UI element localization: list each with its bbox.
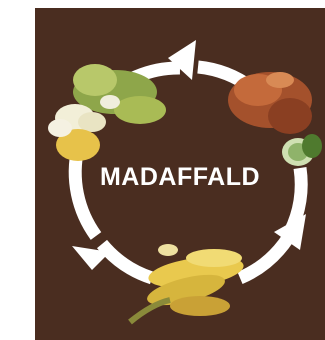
ring-segment-bottom-left [102,244,152,278]
ring-segment-bottom-right [240,238,288,278]
ring-segment-left [75,148,96,236]
meat-and-cucumber-image [228,72,322,166]
center-label: MADAFFALD [35,163,325,192]
